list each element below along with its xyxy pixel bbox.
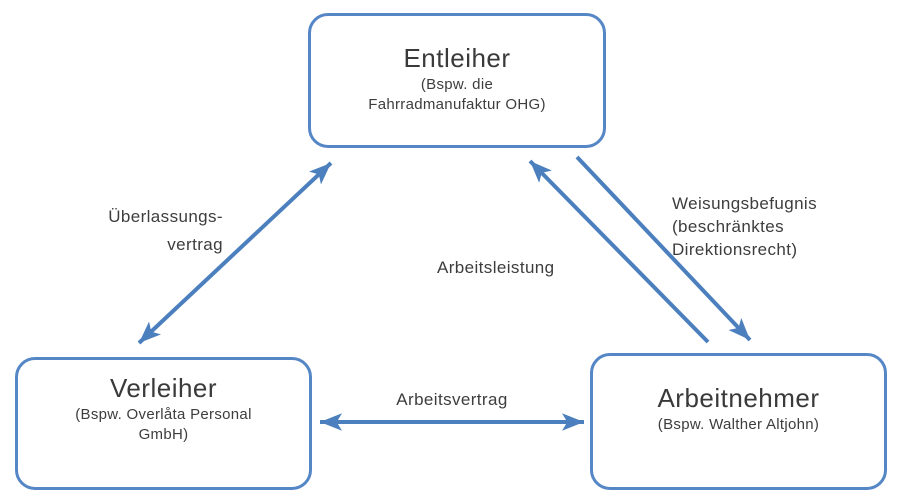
edge-label-ueberlassungsvertrag-line1: Überlassungs-	[108, 207, 223, 226]
node-entleiher-subtitle: (Bspw. die Fahrradmanufaktur OHG)	[311, 75, 603, 115]
node-verleiher-title: Verleiher	[109, 373, 218, 403]
node-verleiher-subtitle-line1: (Bspw. Overlåta Personal	[75, 406, 252, 423]
node-entleiher-title: Entleiher	[403, 43, 511, 73]
node-verleiher: Verleiher (Bspw. Overlåta Personal GmbH)	[15, 357, 312, 490]
node-entleiher-subtitle-line2: Fahrradmanufaktur OHG)	[368, 96, 546, 113]
node-verleiher-subtitle-line2: GmbH)	[138, 426, 189, 443]
node-arbeitnehmer-title: Arbeitnehmer	[657, 383, 820, 413]
node-verleiher-subtitle: (Bspw. Overlåta Personal GmbH)	[18, 405, 309, 445]
edge-label-ueberlassungsvertrag-line2: vertrag	[167, 235, 223, 254]
node-arbeitnehmer-subtitle-line1: (Bspw. Walther Altjohn)	[657, 416, 820, 433]
edge-label-weisungsbefugnis-line2: (beschränktes	[672, 217, 784, 236]
edge-label-arbeitsleistung: Arbeitsleistung	[437, 258, 555, 277]
edge-label-arbeitsvertrag: Arbeitsvertrag	[396, 390, 508, 409]
edge-label-ueberlassungsvertrag: Überlassungs- vertrag	[53, 203, 223, 259]
edge-label-weisungsbefugnis: Weisungsbefugnis (beschränktes Direktion…	[672, 192, 817, 261]
node-arbeitnehmer-subtitle: (Bspw. Walther Altjohn)	[593, 415, 884, 435]
node-entleiher: Entleiher (Bspw. die Fahrradmanufaktur O…	[308, 13, 606, 148]
node-arbeitnehmer: Arbeitnehmer (Bspw. Walther Altjohn)	[590, 353, 887, 490]
edge-label-weisungsbefugnis-line3: Direktionsrecht)	[672, 240, 798, 259]
node-entleiher-subtitle-line1: (Bspw. die	[420, 76, 494, 93]
edge-label-weisungsbefugnis-line1: Weisungsbefugnis	[672, 194, 818, 213]
